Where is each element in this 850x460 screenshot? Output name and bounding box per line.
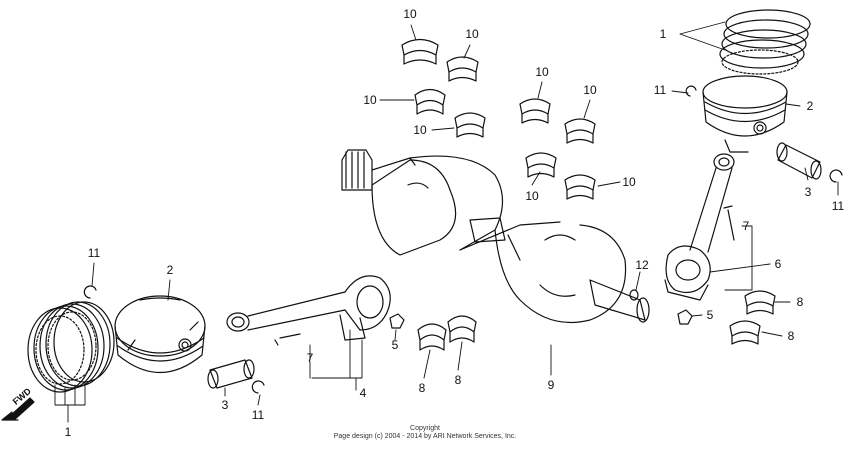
callout-6: 6 bbox=[774, 257, 782, 271]
callout-8: 8 bbox=[796, 295, 804, 309]
callout-9: 9 bbox=[547, 378, 555, 392]
callout-11: 11 bbox=[251, 408, 265, 422]
callout-5: 5 bbox=[391, 338, 399, 352]
piston-rings-left bbox=[27, 301, 115, 393]
rod-bearing-left-b bbox=[447, 315, 477, 343]
main-bearing-8 bbox=[564, 174, 596, 200]
callout-8: 8 bbox=[418, 381, 426, 395]
main-bearing-5 bbox=[519, 98, 551, 124]
piston-left bbox=[114, 295, 206, 373]
callout-2: 2 bbox=[806, 99, 814, 113]
main-bearing-2 bbox=[446, 56, 479, 82]
rod-bearing-right-a bbox=[744, 290, 776, 315]
main-bearing-6 bbox=[564, 118, 596, 144]
circlip-left-bottom bbox=[251, 380, 265, 394]
copyright-notice: Page design (c) 2004 - 2014 by ARI Netwo… bbox=[333, 433, 517, 440]
crankshaft-plug bbox=[629, 289, 639, 301]
crankshaft bbox=[341, 149, 650, 324]
piston-pin-left bbox=[207, 359, 255, 389]
main-bearing-1 bbox=[401, 38, 439, 65]
callout-3: 3 bbox=[221, 398, 229, 412]
connecting-rod-left bbox=[226, 275, 391, 346]
circlip-right-top bbox=[685, 85, 697, 97]
circlip-right-bottom bbox=[829, 169, 843, 183]
rod-nut-left bbox=[389, 313, 405, 329]
callout-10: 10 bbox=[622, 175, 636, 189]
callout-11: 11 bbox=[653, 83, 667, 97]
callout-11: 11 bbox=[87, 246, 101, 260]
callout-7: 7 bbox=[742, 219, 750, 233]
callout-3: 3 bbox=[804, 185, 812, 199]
main-bearing-3 bbox=[414, 88, 446, 115]
circlip-left-top bbox=[83, 285, 97, 299]
main-bearing-4 bbox=[454, 112, 486, 138]
callout-10: 10 bbox=[465, 27, 479, 41]
callout-2: 2 bbox=[166, 263, 174, 277]
callout-10: 10 bbox=[535, 65, 549, 79]
callout-5: 5 bbox=[706, 308, 714, 322]
piston-pin-right bbox=[776, 142, 822, 180]
rod-nut-right bbox=[677, 309, 693, 325]
callout-10: 10 bbox=[525, 189, 539, 203]
fwd-arrow-icon bbox=[1, 397, 35, 421]
connecting-rod-right bbox=[664, 153, 735, 301]
callout-1: 1 bbox=[659, 27, 667, 41]
callout-10: 10 bbox=[403, 7, 417, 21]
callout-4: 4 bbox=[359, 386, 367, 400]
leader-lines bbox=[54, 21, 839, 423]
piston-rings-right bbox=[719, 9, 811, 75]
callout-7: 7 bbox=[306, 351, 314, 365]
piston-right bbox=[702, 75, 788, 153]
callout-10: 10 bbox=[583, 83, 597, 97]
callout-12: 12 bbox=[635, 258, 649, 272]
callout-11: 11 bbox=[831, 199, 845, 213]
callout-10: 10 bbox=[413, 123, 427, 137]
callout-1: 1 bbox=[64, 425, 72, 439]
callout-8: 8 bbox=[787, 329, 795, 343]
rod-bearing-right-b bbox=[729, 320, 761, 345]
callout-8: 8 bbox=[454, 373, 462, 387]
rod-bearing-left-a bbox=[417, 323, 447, 351]
copyright-label: Copyright bbox=[410, 425, 440, 432]
main-bearing-7 bbox=[525, 152, 557, 178]
callout-10: 10 bbox=[363, 93, 377, 107]
